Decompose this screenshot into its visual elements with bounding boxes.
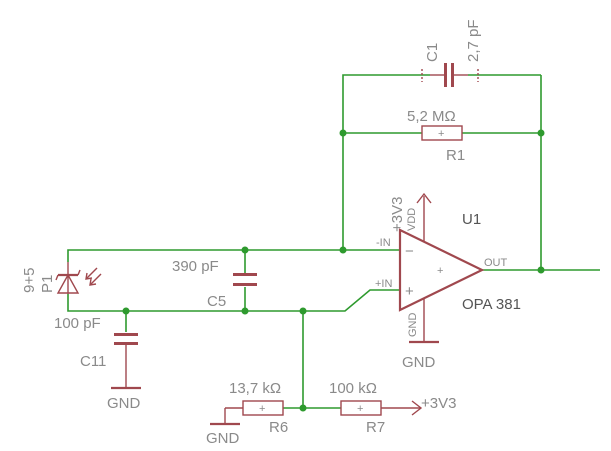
c11-name: C11 [80, 353, 106, 370]
r1-plus: + [438, 128, 444, 140]
light-arrow-icon [90, 273, 102, 285]
c5-plate [233, 273, 257, 276]
u1-name: U1 [462, 211, 481, 228]
u1-center-plus: + [437, 265, 443, 277]
junction-dot [299, 307, 307, 315]
c11-plate [114, 342, 138, 345]
r1-value: 5,2 MΩ [407, 108, 456, 125]
junction-dot [537, 266, 545, 274]
u1-pin-gnd: GND [407, 313, 419, 338]
vdd-arrow-icon [416, 192, 432, 204]
junctions [122, 129, 545, 412]
vdd-arrow-icon [411, 400, 423, 416]
p1-name: P1 [39, 275, 56, 293]
p1-value: 9+5 [21, 268, 38, 293]
resistor-r7[interactable]: + 100 kΩ R7 +3V3 [329, 380, 456, 436]
photodiode-p1[interactable]: 9+5 P1 [21, 262, 102, 294]
u1-pin-inp: +IN [375, 278, 392, 290]
r6-plus: + [259, 403, 265, 415]
wire-noninv-net [67, 289, 400, 312]
u1-gnd-supply: GND [402, 354, 436, 371]
resistor-r1[interactable]: + 5,2 MΩ R1 [407, 108, 465, 164]
c5-plate [233, 283, 257, 286]
junction-dot [299, 404, 307, 412]
opamp-u1[interactable]: − + + -IN +IN OUT VDD GND U1 OPA 381 +3V… [375, 192, 521, 371]
c1-plate [444, 63, 447, 87]
photodiode-icon [56, 273, 80, 294]
u1-plus-sign: + [405, 283, 414, 300]
r7-supply: +3V3 [421, 395, 456, 412]
wires [67, 74, 600, 409]
r6-gnd: GND [206, 430, 240, 447]
u1-minus-sign: − [405, 243, 414, 260]
p1-bar-tick [55, 274, 59, 281]
r6-body [242, 400, 284, 416]
light-arrow-icon [85, 272, 93, 280]
junction-dot [537, 129, 545, 137]
r7-plus: + [357, 403, 363, 415]
junction-dot [339, 246, 347, 254]
opamp-triangle [398, 228, 485, 312]
wire-feedback-top [342, 74, 430, 250]
r7-name: R7 [366, 419, 385, 436]
capacitor-c1[interactable]: C1 2,7 pF [421, 19, 482, 87]
c1-value: 2,7 pF [465, 19, 482, 62]
r7-value: 100 kΩ [329, 380, 377, 397]
r6-value: 13,7 kΩ [229, 380, 281, 397]
r1-body [421, 125, 463, 141]
u1-pin-inm: -IN [376, 237, 391, 249]
u1-pin-vdd: VDD [406, 208, 418, 231]
u1-vdd-supply: +3V3 [389, 197, 406, 232]
wire-inverting-net [67, 249, 400, 262]
c11-plate [114, 333, 138, 336]
r1-name: R1 [446, 147, 465, 164]
capacitor-c11[interactable]: 100 pF C11 GND [54, 315, 141, 412]
p1-bar-tick [77, 269, 81, 276]
c5-value: 390 pF [172, 258, 219, 275]
capacitor-c5[interactable]: 390 pF C5 [172, 258, 257, 310]
c11-gnd: GND [107, 395, 141, 412]
light-arrow-icon [89, 278, 97, 286]
junction-dot [241, 246, 249, 254]
junction-dot [241, 307, 249, 315]
r6-name: R6 [269, 419, 288, 436]
u1-pin-out: OUT [484, 257, 508, 269]
junction-dot [122, 307, 130, 315]
u1-value: OPA 381 [462, 296, 521, 313]
c11-value: 100 pF [54, 315, 101, 332]
resistor-r6[interactable]: + 13,7 kΩ R6 GND [206, 380, 288, 447]
light-arrow-icon [86, 267, 98, 279]
junction-dot [339, 129, 347, 137]
c1-name: C1 [424, 43, 441, 62]
c1-plate [451, 63, 454, 87]
c5-name: C5 [207, 293, 226, 310]
